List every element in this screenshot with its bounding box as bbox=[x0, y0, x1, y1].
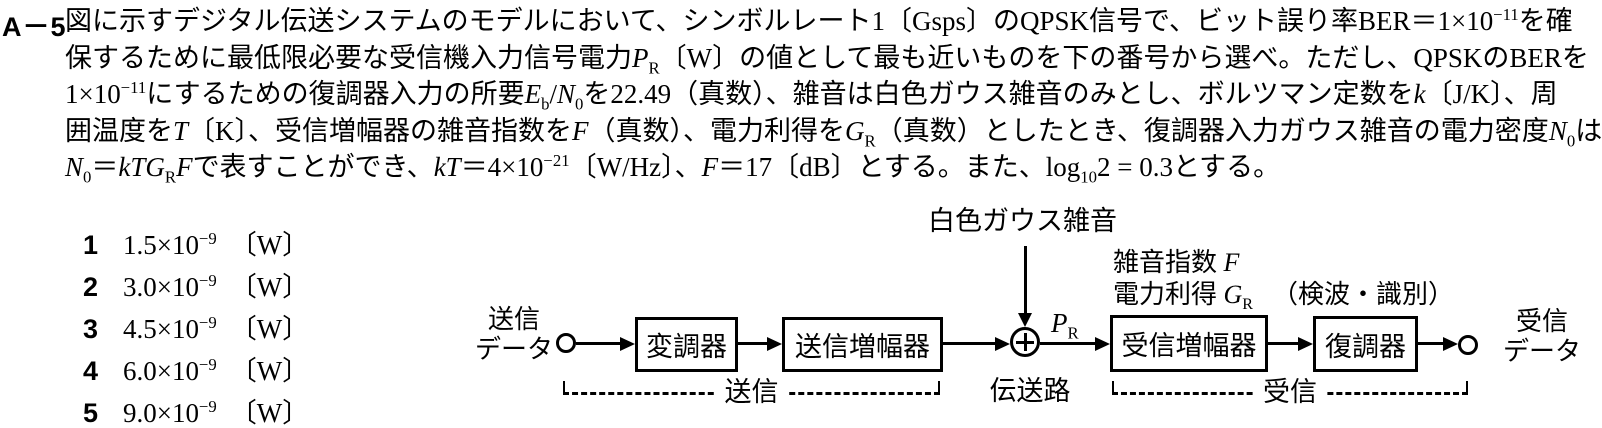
arrow-right-icon bbox=[1095, 336, 1110, 351]
arrow-right-icon bbox=[1443, 336, 1458, 351]
flow-line bbox=[576, 342, 622, 345]
tx-section-label: 送信 bbox=[715, 378, 788, 407]
rx-section-label: 受信 bbox=[1254, 378, 1326, 407]
option-value: 1.5×10−9 bbox=[123, 229, 217, 260]
output-node-icon bbox=[1458, 335, 1478, 355]
option-number: 3 bbox=[83, 314, 99, 344]
option-row: 5 9.0×10−9 〔W〕 bbox=[83, 397, 310, 428]
option-value: 4.5×10−9 bbox=[123, 313, 217, 344]
option-number: 5 bbox=[83, 398, 99, 428]
arrow-right-icon bbox=[1298, 336, 1313, 351]
flow-line bbox=[943, 342, 997, 345]
channel-label: 伝送路 bbox=[989, 376, 1071, 406]
block-rx-amplifier: 受信増幅器 bbox=[1110, 315, 1268, 372]
option-row: 4 6.0×10−9 〔W〕 bbox=[83, 355, 310, 386]
option-row: 2 3.0×10−9 〔W〕 bbox=[83, 271, 310, 302]
noise-figure-label: 雑音指数 F bbox=[1113, 248, 1240, 277]
noise-adder bbox=[1010, 327, 1040, 357]
detection-note: （検波・識別） bbox=[1272, 280, 1455, 309]
question-line: 保するために最低限必要な受信機入力信号電力PR〔W〕の値として最も近いものを下の… bbox=[65, 42, 1589, 77]
arrow-right-icon bbox=[620, 336, 635, 351]
question-text: 図に示すデジタル伝送システムのモデルにおいて、シンボルレート1〔Gsps〕のQP… bbox=[65, 3, 1602, 186]
option-value: 3.0×10−9 bbox=[123, 271, 217, 302]
question-line: N0＝kTGRFで表すことができ、kT＝4×10−21〔W/Hz〕、F＝17〔d… bbox=[65, 151, 1281, 187]
tx-section-bracket: 送信 bbox=[563, 378, 940, 407]
option-unit: 〔W〕 bbox=[229, 314, 310, 344]
input-label: 送信 データ bbox=[474, 305, 553, 364]
question-number: A－5 bbox=[2, 12, 67, 42]
input-node-icon bbox=[556, 333, 576, 353]
arrow-right-icon bbox=[767, 336, 782, 351]
flow-line bbox=[1418, 342, 1445, 345]
pr-label: PR bbox=[1051, 308, 1079, 343]
block-demodulator: 復調器 bbox=[1313, 316, 1418, 372]
option-value: 9.0×10−9 bbox=[123, 397, 217, 428]
option-number: 2 bbox=[83, 272, 99, 302]
power-gain-label: 電力利得 GR bbox=[1113, 280, 1254, 314]
block-tx-amplifier: 送信増幅器 bbox=[782, 317, 943, 372]
flow-line bbox=[1268, 342, 1300, 345]
option-value: 6.0×10−9 bbox=[123, 355, 217, 386]
plus-icon bbox=[1013, 330, 1037, 354]
question-line: 1×10−11にするための復調器入力の所要Eb/N0を22.49（真数）、雑音は… bbox=[65, 78, 1558, 114]
noise-source-label: 白色ガウス雑音 bbox=[928, 206, 1117, 236]
arrow-down-icon bbox=[1018, 313, 1032, 327]
flow-line bbox=[738, 342, 769, 345]
option-row: 1 1.5×10−9 〔W〕 bbox=[83, 229, 310, 260]
option-row: 3 4.5×10−9 〔W〕 bbox=[83, 313, 310, 344]
block-modulator: 変調器 bbox=[635, 317, 738, 372]
arrow-right-icon bbox=[995, 336, 1010, 351]
question-line: 囲温度をT〔K〕、受信増幅器の雑音指数をF（真数）、電力利得をGR（真数）とした… bbox=[65, 115, 1602, 151]
rx-section-bracket: 受信 bbox=[1112, 378, 1468, 407]
option-number: 1 bbox=[83, 230, 99, 260]
option-number: 4 bbox=[83, 356, 99, 386]
option-unit: 〔W〕 bbox=[229, 356, 310, 386]
option-unit: 〔W〕 bbox=[229, 398, 310, 428]
flow-line bbox=[1040, 342, 1097, 345]
output-label: 受信 データ bbox=[1502, 307, 1581, 366]
option-unit: 〔W〕 bbox=[229, 230, 310, 260]
noise-line bbox=[1024, 246, 1027, 315]
question-line: 図に示すデジタル伝送システムのモデルにおいて、シンボルレート1〔Gsps〕のQP… bbox=[65, 5, 1573, 36]
option-unit: 〔W〕 bbox=[229, 272, 310, 302]
